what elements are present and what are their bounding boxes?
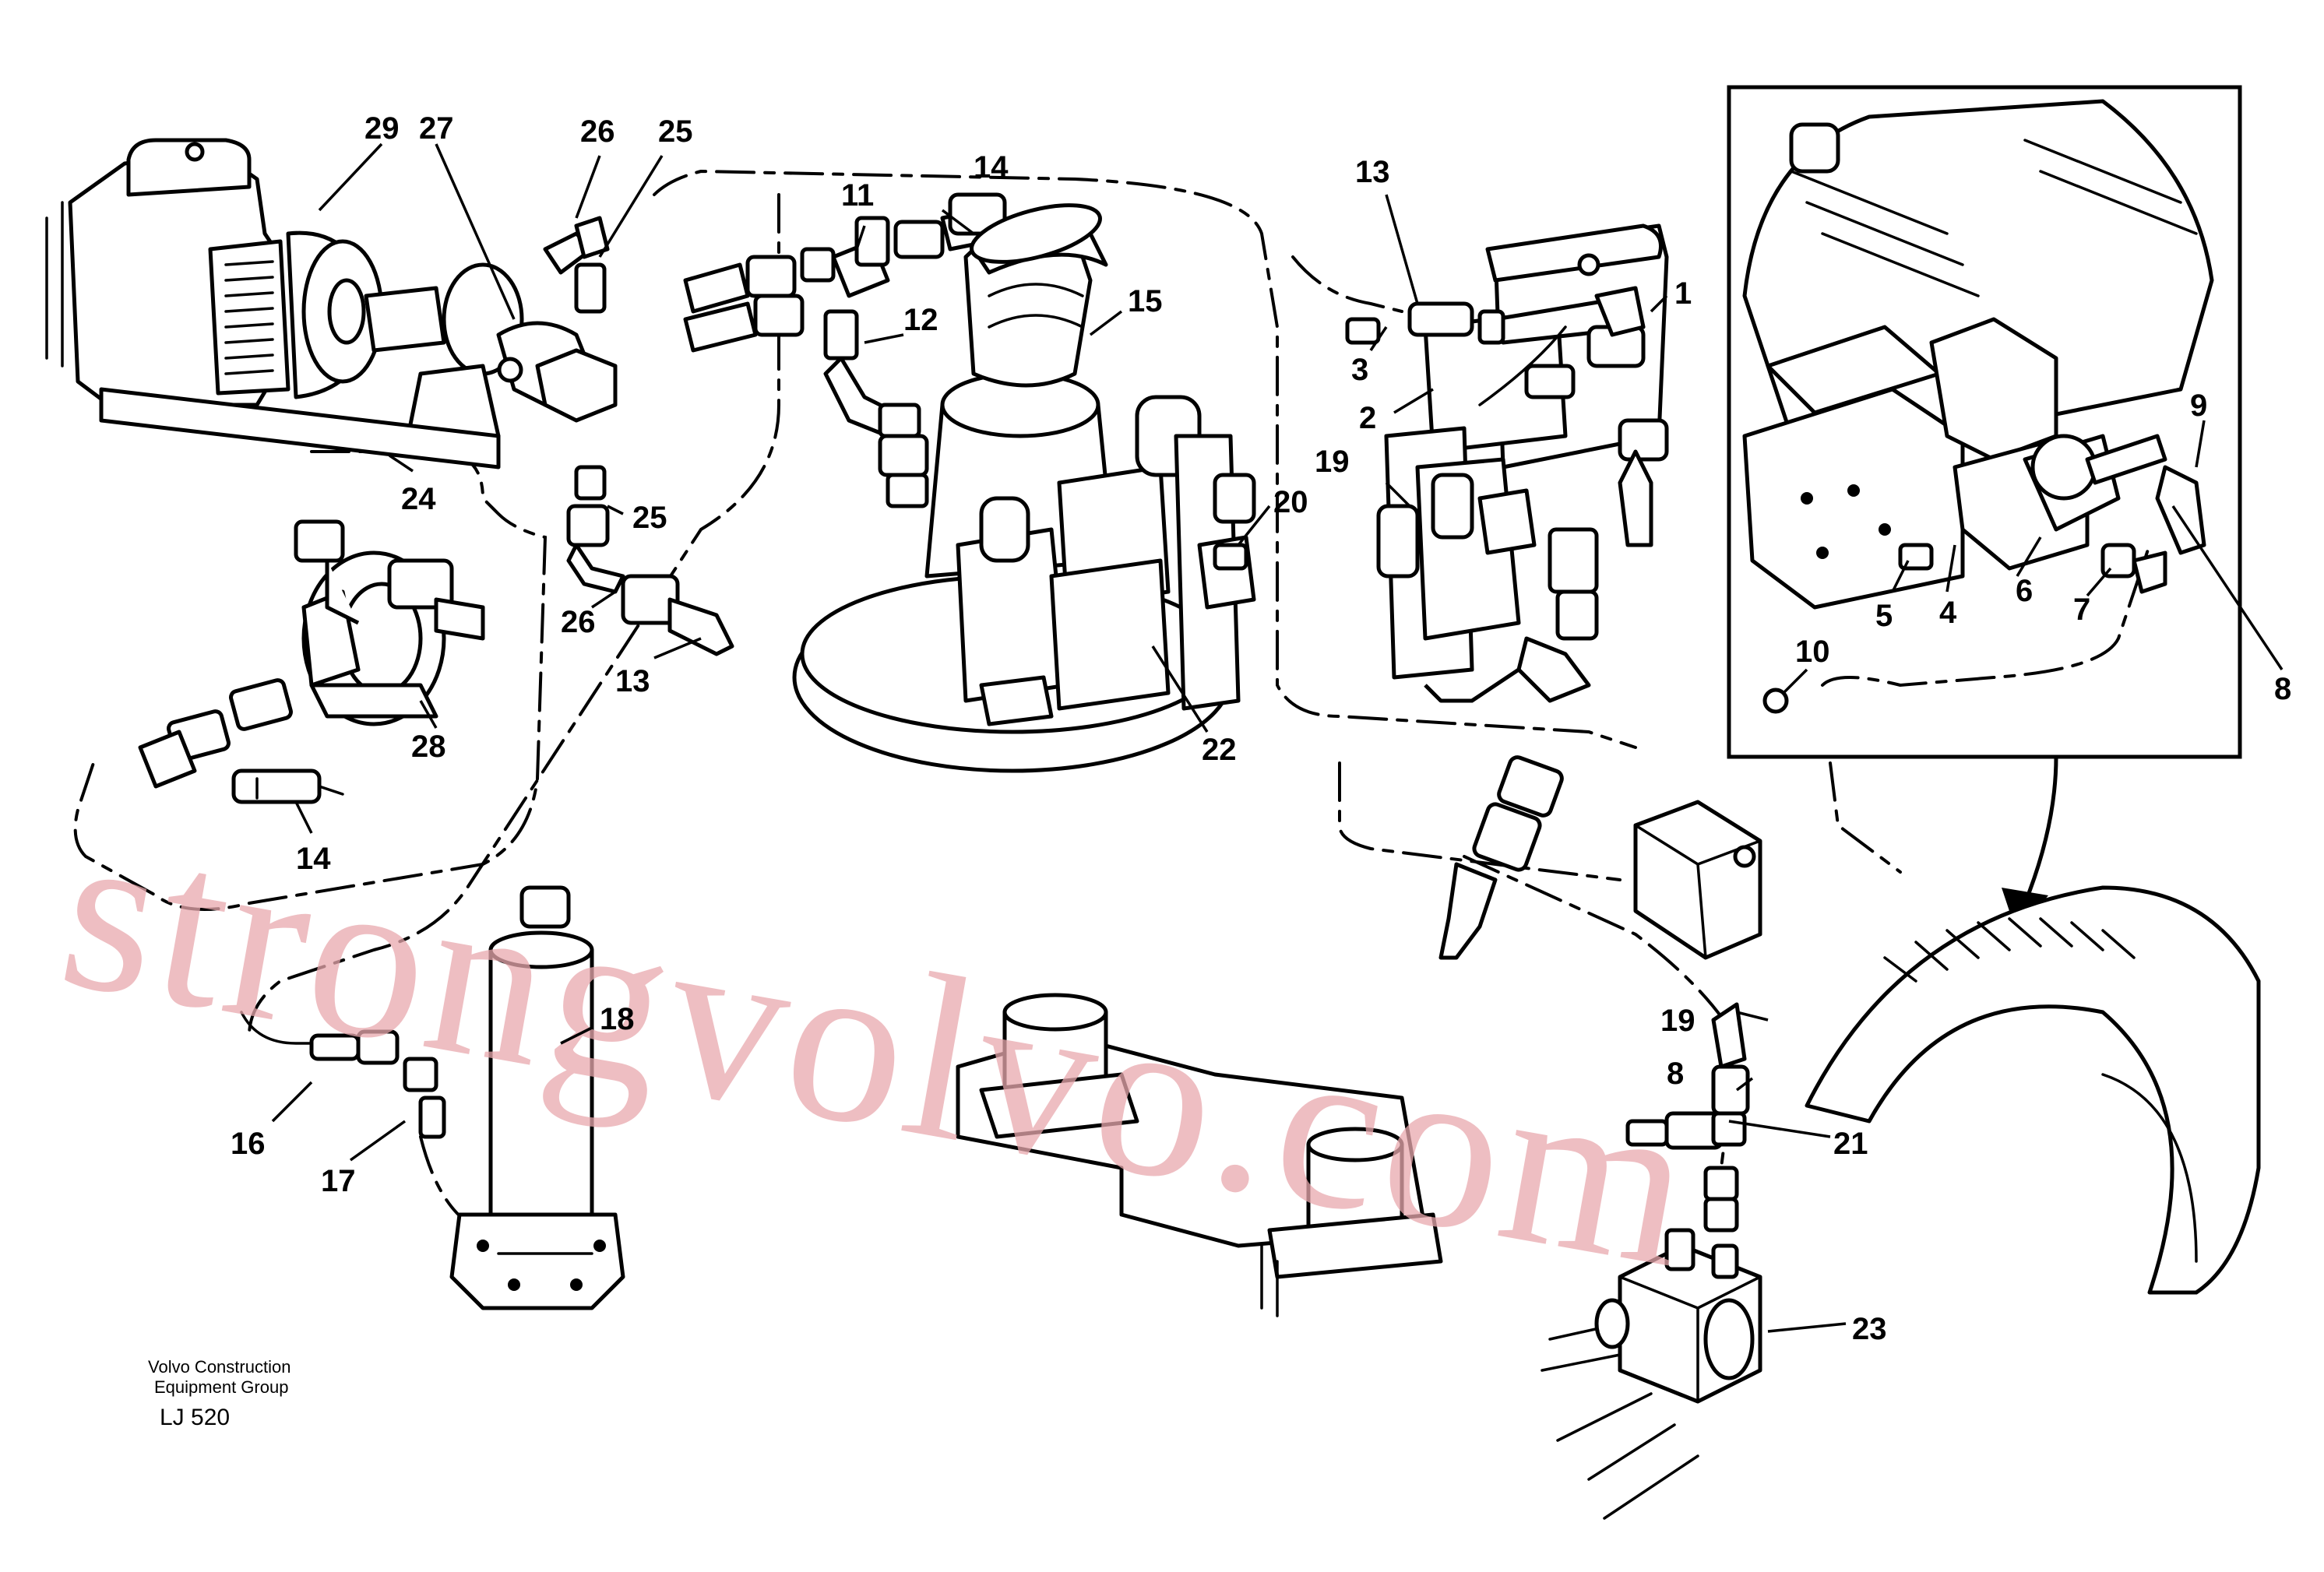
callout-19-top: 19 bbox=[1315, 445, 1350, 479]
callout-5: 5 bbox=[1875, 599, 1893, 633]
footer-drawing-code: LJ 520 bbox=[160, 1405, 230, 1430]
callout-8-bottom: 8 bbox=[1667, 1057, 1684, 1091]
callout-4: 4 bbox=[1939, 596, 1957, 630]
callout-20: 20 bbox=[1273, 485, 1308, 519]
callout-25-bottom: 25 bbox=[632, 501, 667, 535]
callout-28: 28 bbox=[411, 730, 446, 764]
callout-14-top: 14 bbox=[974, 150, 1009, 185]
callout-9: 9 bbox=[2190, 389, 2207, 423]
callout-26-top: 26 bbox=[580, 114, 615, 149]
callout-labels: 29 27 26 25 24 25 26 13 28 14 14 11 12 1… bbox=[231, 111, 2291, 1346]
mounting-bracket bbox=[1633, 800, 1762, 960]
callout-25-top: 25 bbox=[658, 114, 693, 149]
callout-2: 2 bbox=[1359, 401, 1376, 435]
callout-15: 15 bbox=[1128, 284, 1163, 318]
pump-motor-unit bbox=[45, 138, 524, 469]
callout-12: 12 bbox=[903, 303, 938, 337]
callout-22: 22 bbox=[1202, 733, 1237, 767]
callout-13-right: 13 bbox=[1355, 155, 1390, 189]
callout-3: 3 bbox=[1351, 353, 1368, 387]
callout-29: 29 bbox=[364, 111, 400, 146]
callout-10: 10 bbox=[1795, 635, 1830, 669]
callout-21: 21 bbox=[1833, 1127, 1868, 1161]
callout-23: 23 bbox=[1852, 1312, 1887, 1346]
valve-block bbox=[1541, 1228, 1762, 1520]
callout-leaders bbox=[271, 142, 2284, 1333]
callout-18: 18 bbox=[600, 1002, 635, 1036]
tee-coupling bbox=[496, 216, 734, 656]
callout-1: 1 bbox=[1674, 276, 1692, 311]
callout-16: 16 bbox=[231, 1127, 266, 1161]
callout-17: 17 bbox=[321, 1164, 356, 1198]
valve-fittings bbox=[1625, 1002, 1750, 1233]
callout-13-left: 13 bbox=[615, 664, 650, 698]
callout-6: 6 bbox=[2016, 574, 2033, 608]
callout-14-left: 14 bbox=[296, 842, 331, 876]
footer-company-line2: Equipment Group bbox=[154, 1377, 288, 1397]
valve-hose bbox=[1438, 755, 1564, 960]
oil-filter bbox=[240, 885, 625, 1310]
callout-27: 27 bbox=[419, 111, 454, 146]
hose-fittings-top bbox=[683, 192, 1007, 508]
footer-credit: Volvo Construction Equipment Group LJ 52… bbox=[148, 1357, 290, 1430]
machine-frame bbox=[956, 993, 1443, 1317]
callout-8-inset: 8 bbox=[2274, 672, 2291, 706]
inset-detail bbox=[1727, 85, 2242, 759]
swing-motor-assembly bbox=[792, 203, 1256, 773]
callout-19-bottom: 19 bbox=[1660, 1004, 1695, 1038]
swing-ring bbox=[1805, 885, 2261, 1295]
control-valve-block bbox=[1345, 223, 1669, 703]
callout-11: 11 bbox=[841, 178, 874, 213]
callout-24: 24 bbox=[401, 482, 436, 516]
callout-26-bottom: 26 bbox=[561, 605, 596, 639]
motor-fins bbox=[224, 260, 274, 375]
footer-company-line1: Volvo Construction bbox=[148, 1357, 290, 1377]
callout-7: 7 bbox=[2073, 593, 2090, 627]
gear-pump bbox=[138, 519, 485, 804]
